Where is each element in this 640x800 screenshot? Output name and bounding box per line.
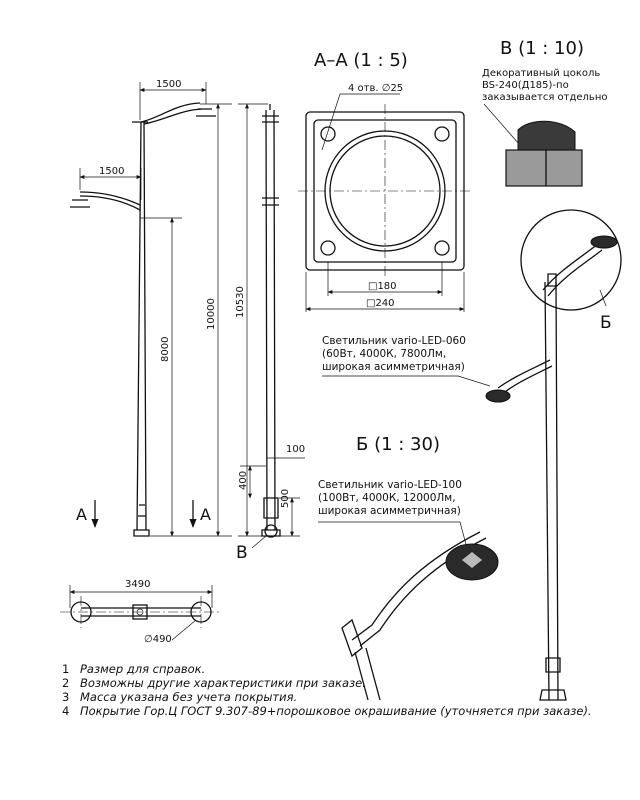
marker-b: Б bbox=[600, 313, 612, 333]
note-text: Возможны другие характеристики при заказ… bbox=[80, 676, 366, 690]
note-item: 2 Возможны другие характеристики при зак… bbox=[62, 676, 622, 690]
label-luminaire-100: Светильник vario-LED-100(100Вт, 4000К, 1… bbox=[318, 479, 462, 517]
dim-400: 400 bbox=[238, 471, 249, 490]
dim-arm-low: 1500 bbox=[99, 166, 124, 177]
section-aa: А–А (1 : 5) 4 отв. ∅25 □180 □240 bbox=[298, 50, 472, 312]
marker-v: В bbox=[236, 543, 248, 563]
marker-a-right: А bbox=[200, 505, 211, 524]
note-item: 1 Размер для справок. bbox=[62, 662, 622, 676]
detail-bb: Б (1 : 30) Светильник vario-LED-100(100В… bbox=[318, 434, 499, 701]
dim-plan-diam: ∅490 bbox=[144, 634, 172, 645]
note-text: Размер для справок. bbox=[80, 662, 206, 676]
marker-a-left: А bbox=[76, 505, 87, 524]
label-holes: 4 отв. ∅25 bbox=[348, 83, 403, 94]
front-view: 1500 1500 10000 8000 А А bbox=[70, 79, 232, 537]
dim-flange-outer: □240 bbox=[366, 298, 395, 309]
note-number: 2 bbox=[62, 676, 70, 690]
pole-base-front bbox=[133, 529, 150, 537]
title-section-aa: А–А (1 : 5) bbox=[314, 50, 408, 71]
note-text: Покрытие Гор.Ц ГОСТ 9.307-89+порошковое … bbox=[80, 704, 592, 718]
note-number: 4 bbox=[62, 704, 70, 718]
detail-pole-right: Б Светильник vario-LED-060(60Вт, 4000К, … bbox=[322, 209, 622, 701]
dim-h-10530: 10530 bbox=[235, 286, 246, 318]
dim-plan-width: 3490 bbox=[125, 579, 150, 590]
lower-luminaire bbox=[70, 199, 90, 208]
dim-h-10000: 10000 bbox=[206, 298, 217, 330]
note-number: 1 bbox=[62, 662, 70, 676]
title-view-bb: Б (1 : 30) bbox=[356, 434, 440, 455]
detail-v-circle bbox=[264, 524, 278, 538]
note-item: 3 Масса указана без учета покрытия. bbox=[62, 690, 622, 704]
dim-100: 100 bbox=[286, 444, 305, 455]
pole-right bbox=[544, 281, 559, 701]
lower-arm bbox=[79, 191, 141, 206]
upper-arm bbox=[132, 102, 201, 123]
note-number: 3 bbox=[62, 690, 70, 704]
upper-luminaire bbox=[196, 108, 216, 117]
note-item: 4 Покрытие Гор.Ц ГОСТ 9.307-89+порошково… bbox=[62, 704, 622, 718]
dim-flange-inner: □180 bbox=[368, 281, 397, 292]
note-text: Масса указана без учета покрытия. bbox=[80, 690, 298, 704]
title-view-b: В (1 : 10) bbox=[500, 38, 584, 59]
pole-front bbox=[136, 121, 147, 531]
pole-side bbox=[265, 109, 276, 531]
plan-view: 3490 ∅490 bbox=[60, 579, 222, 645]
side-view: 10530 100 400 500 В bbox=[235, 103, 305, 563]
dim-arm-top: 1500 bbox=[156, 79, 181, 90]
notes-list: 1 Размер для справок. 2 Возможны другие … bbox=[62, 662, 622, 718]
label-luminaire-60: Светильник vario-LED-060(60Вт, 4000К, 78… bbox=[322, 335, 466, 373]
dim-500: 500 bbox=[280, 489, 291, 508]
dim-h-8000: 8000 bbox=[160, 337, 171, 362]
